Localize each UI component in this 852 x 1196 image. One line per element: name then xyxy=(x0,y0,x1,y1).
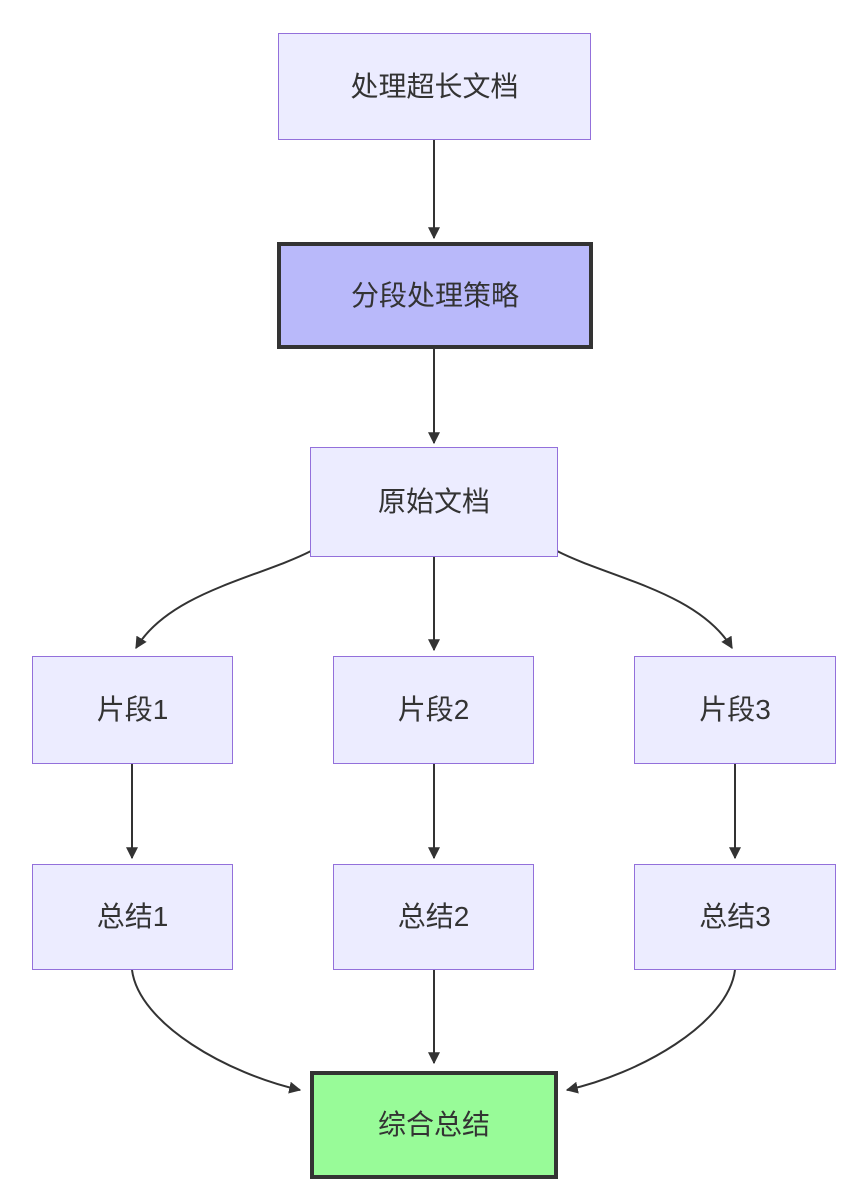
node-label: 处理超长文档 xyxy=(350,70,519,102)
node-label: 总结3 xyxy=(699,901,771,932)
node-label: 片段3 xyxy=(699,694,771,725)
edge-e3-f xyxy=(565,969,736,1094)
node-label: 分段处理策略 xyxy=(350,279,519,311)
edge-e1-f xyxy=(131,969,302,1094)
node-combined-summary: 综合总结 xyxy=(310,1071,558,1179)
node-original-doc: 原始文档 xyxy=(310,447,558,557)
node-label: 综合总结 xyxy=(377,1109,490,1140)
node-segment-strategy: 分段处理策略 xyxy=(277,242,593,349)
node-fragment-2: 片段2 xyxy=(333,656,534,764)
node-fragment-3: 片段3 xyxy=(634,656,836,764)
edge-c-d1 xyxy=(135,550,312,650)
node-summary-2: 总结2 xyxy=(333,864,534,970)
node-fragment-1: 片段1 xyxy=(32,656,233,764)
node-label: 片段1 xyxy=(96,694,169,725)
node-label: 总结2 xyxy=(397,901,470,932)
edge-c-d3 xyxy=(556,550,733,650)
node-label: 片段2 xyxy=(397,694,470,725)
node-label: 总结1 xyxy=(96,901,169,932)
node-summary-3: 总结3 xyxy=(634,864,836,970)
node-summary-1: 总结1 xyxy=(32,864,233,970)
node-process-long-doc: 处理超长文档 xyxy=(278,33,591,140)
node-label: 原始文档 xyxy=(377,486,490,517)
